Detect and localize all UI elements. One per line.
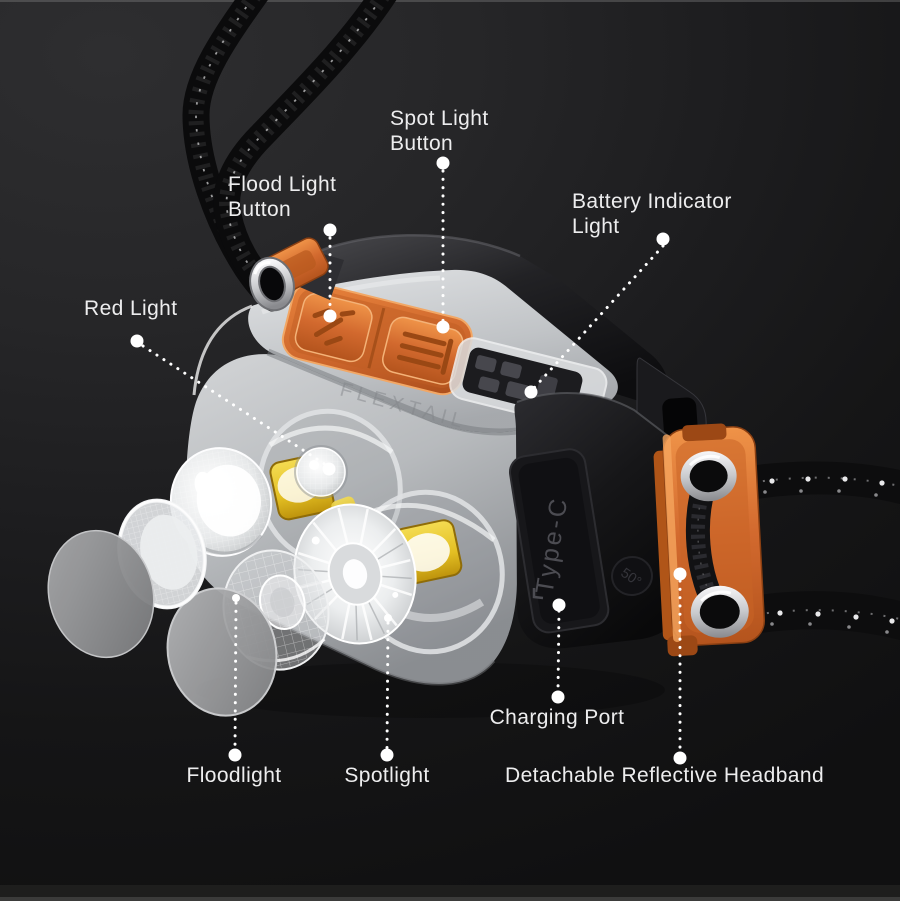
top-edge-highlight bbox=[0, 0, 900, 2]
spotlight-diffuser-disc bbox=[166, 587, 278, 717]
leader-charging-port bbox=[551, 598, 566, 704]
callout-charging-port: Charging Port bbox=[490, 705, 625, 730]
leader-floodlight bbox=[228, 594, 242, 762]
callout-red-light: Red Light bbox=[84, 296, 178, 321]
callout-line: Charging Port bbox=[489, 706, 625, 729]
lamp-shadow bbox=[195, 662, 665, 718]
leader-spotlight bbox=[380, 614, 394, 762]
floodlight-diffuser-disc bbox=[47, 529, 155, 659]
callout-floodlight: Floodlight bbox=[186, 763, 281, 788]
headband-strap-bottom bbox=[752, 591, 900, 640]
leader-lines bbox=[130, 156, 687, 765]
callout-spotlight: Spotlight bbox=[344, 763, 429, 788]
clip-ring bbox=[249, 256, 295, 312]
headband-rope-right bbox=[213, 0, 397, 297]
leader-spot-light-button bbox=[436, 156, 450, 334]
callout-detachable-reflective-headband: Detachable Reflective Headband bbox=[505, 763, 824, 788]
leader-detachable-headband bbox=[673, 567, 687, 765]
floor-edge-line bbox=[0, 897, 900, 901]
flap-arrow-icon bbox=[532, 588, 544, 600]
callout-line: Light bbox=[572, 215, 620, 238]
spot-light-button bbox=[382, 316, 464, 385]
callout-battery-indicator-light: Battery Indicator Light bbox=[572, 189, 732, 239]
exploded-lenses bbox=[47, 447, 417, 717]
callout-line: Detachable Reflective Headband bbox=[505, 764, 825, 787]
callout-line: Button bbox=[228, 198, 292, 221]
callout-line: Spot Light bbox=[390, 107, 489, 130]
leader-battery-indicator bbox=[524, 232, 670, 399]
callout-line: Button bbox=[390, 132, 454, 155]
tilt-badge: 50° bbox=[611, 555, 653, 597]
leader-red-light bbox=[130, 334, 336, 476]
battery-compartment: Type-C 50° bbox=[508, 391, 696, 649]
callout-spot-light-button: Spot Light Button bbox=[390, 106, 489, 156]
eyelet-bottom bbox=[690, 585, 749, 638]
flood-beam-icon bbox=[312, 308, 356, 346]
eyelet-top bbox=[680, 451, 737, 502]
callout-line: Red Light bbox=[84, 297, 178, 320]
callout-line: Floodlight bbox=[186, 764, 282, 787]
housing-groove bbox=[266, 348, 545, 436]
spot-beam-icon bbox=[396, 331, 454, 375]
red-light-dome bbox=[294, 445, 348, 499]
callout-line: Spotlight bbox=[344, 764, 430, 787]
type-c-flap bbox=[508, 448, 610, 634]
callout-line: Flood Light bbox=[228, 173, 337, 196]
callout-line: Battery Indicator bbox=[572, 190, 732, 213]
flood-light-button bbox=[294, 292, 373, 363]
callout-flood-light-button: Flood Light Button bbox=[228, 172, 336, 222]
leader-flood-light-button bbox=[323, 223, 337, 323]
headband-strap-top bbox=[748, 461, 900, 504]
mount-bracket bbox=[653, 423, 766, 657]
